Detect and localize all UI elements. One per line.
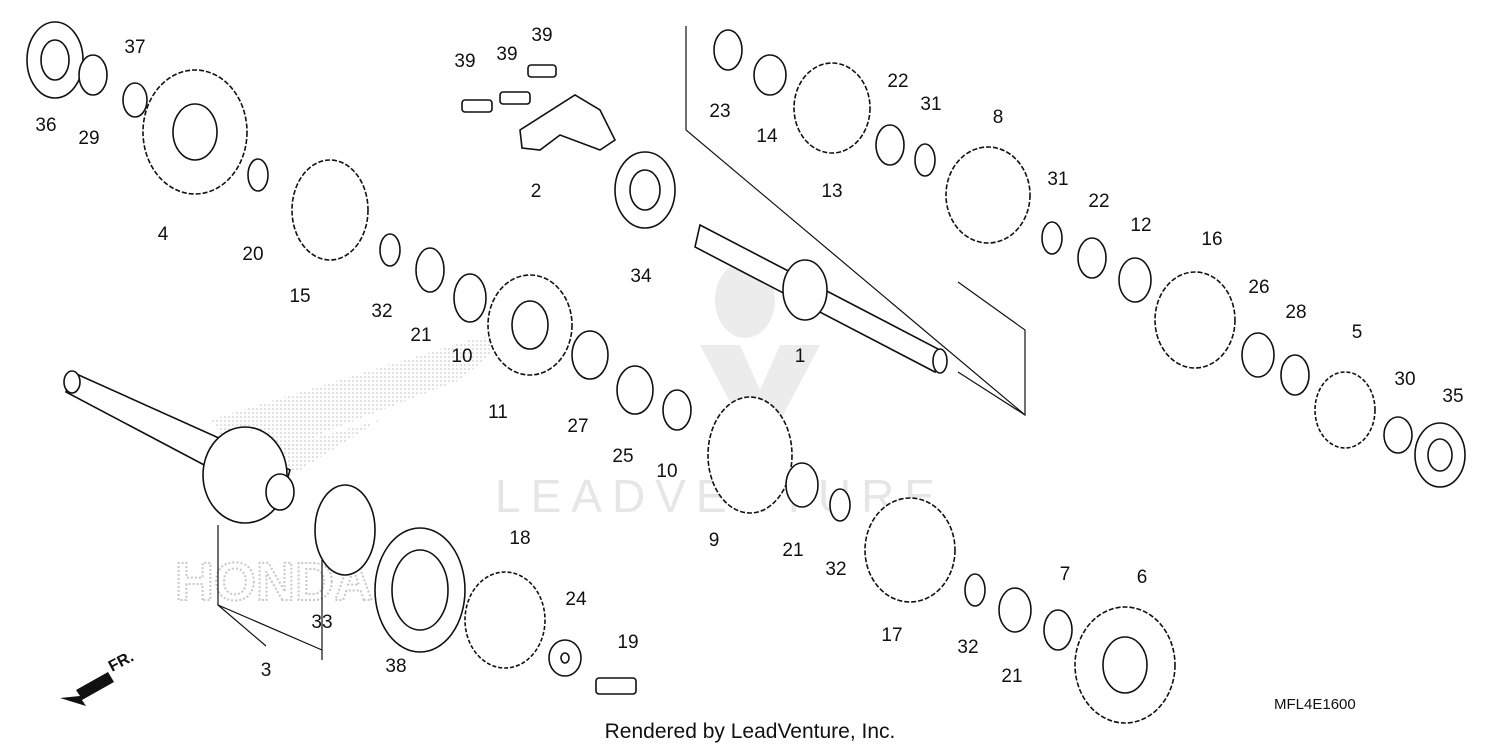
- callout-21b: 21: [782, 540, 803, 561]
- callout-4: 4: [158, 224, 169, 245]
- callout-31b: 31: [1047, 169, 1068, 190]
- callout-16: 16: [1201, 229, 1222, 250]
- callout-labels: 1 2 3 4 5 6 7 8 9 10 10 11 12 13 14 15 1…: [35, 25, 1463, 687]
- callout-15: 15: [289, 286, 310, 307]
- callout-13: 13: [821, 181, 842, 202]
- callout-32a: 32: [371, 301, 392, 322]
- callout-32c: 32: [957, 637, 978, 658]
- callout-36: 36: [35, 115, 56, 136]
- callout-38: 38: [385, 656, 406, 677]
- callout-20: 20: [242, 244, 263, 265]
- callout-39a: 39: [454, 51, 475, 72]
- callout-7: 7: [1060, 564, 1071, 585]
- callout-21a: 21: [410, 325, 431, 346]
- callout-25: 25: [612, 446, 633, 467]
- callout-21c: 21: [1001, 666, 1022, 687]
- callout-22b: 22: [1088, 191, 1109, 212]
- callout-31a: 31: [920, 94, 941, 115]
- callout-19: 19: [617, 632, 638, 653]
- callout-26: 26: [1248, 277, 1269, 298]
- callout-2: 2: [531, 181, 542, 202]
- part-drawings: [26, 21, 1466, 724]
- callout-33: 33: [311, 612, 332, 633]
- callout-3: 3: [261, 660, 272, 681]
- callout-27: 27: [567, 416, 588, 437]
- diagram-code: MFL4E1600: [1274, 696, 1356, 713]
- front-label: FR.: [106, 648, 137, 675]
- callout-35: 35: [1442, 386, 1463, 407]
- callout-9: 9: [709, 530, 720, 551]
- callout-24: 24: [565, 589, 587, 610]
- callout-17: 17: [881, 625, 902, 646]
- callout-6: 6: [1137, 567, 1148, 588]
- callout-10a: 10: [451, 346, 472, 367]
- callout-11: 11: [488, 402, 508, 423]
- front-arrow-icon: [60, 672, 114, 706]
- callout-30: 30: [1394, 369, 1415, 390]
- callout-8: 8: [993, 107, 1004, 128]
- callout-12: 12: [1130, 215, 1151, 236]
- callout-14: 14: [756, 126, 778, 147]
- callout-10b: 10: [656, 461, 677, 482]
- callout-39b: 39: [496, 44, 517, 65]
- render-credit: Rendered by LeadVenture, Inc.: [605, 720, 896, 743]
- callout-5: 5: [1352, 322, 1363, 343]
- callout-18: 18: [509, 528, 530, 549]
- callout-37: 37: [124, 37, 145, 58]
- callout-39c: 39: [531, 25, 552, 46]
- front-direction-indicator: FR.: [60, 648, 137, 706]
- callout-1: 1: [795, 346, 806, 367]
- assembly-bracket-lines: [217, 26, 1026, 660]
- callout-34: 34: [630, 266, 652, 287]
- callout-29: 29: [78, 128, 99, 149]
- callout-28: 28: [1285, 302, 1306, 323]
- callout-22a: 22: [887, 71, 908, 92]
- callout-23: 23: [709, 101, 730, 122]
- callout-32b: 32: [825, 559, 846, 580]
